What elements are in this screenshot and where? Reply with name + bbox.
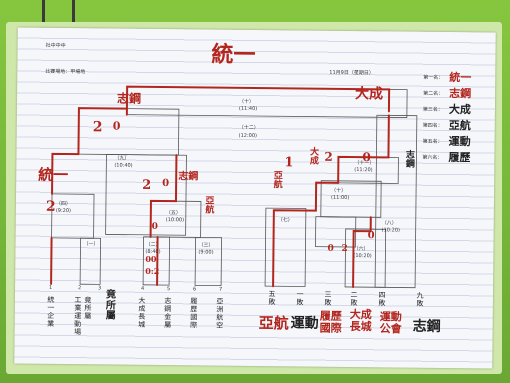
rank-label-6: 第六名： [422,154,443,161]
match-9-label: （九） [114,155,130,162]
match-11-time: (11:20) [354,167,373,174]
score-r6-a: 0 [327,243,334,254]
binder-clip [42,0,45,30]
handwritten-yahang: 亞航 [258,314,289,333]
date-label: 11月9日（星期日） [329,69,374,77]
loser-slot: 二敗 [350,291,358,308]
winner-mark-right: 大成 [355,86,384,103]
score-02: 0:2 [145,265,160,277]
loser-slot: 三敗 [324,290,332,307]
bracket-sheet: 社中中中 比賽場地：甲場地 11月9日（星期日） 第一名： 第二名： 第三名： … [14,27,496,369]
team-mark-yahang: 亞航 [205,196,215,217]
match-10-time: (11:40) [238,105,258,113]
bracket-lines [50,85,418,289]
match-5-label: （五） [165,210,181,217]
handwritten-yundong: 運動公會 [379,310,402,336]
rank-value-3: 大成 [448,103,472,117]
venue-label: 比賽場地：甲場地 [45,68,86,76]
score-00: 00 [145,253,157,264]
slot-number: 3 [98,285,102,292]
team-name: 大成長城 [138,296,146,329]
match-7-label: （七） [277,217,293,224]
match-r10-time: (11:00) [330,194,350,201]
black-team-name: 竟所屬 [105,289,117,322]
match-4-label: （四） [55,200,71,208]
rank-label-1: 第一名： [423,74,444,81]
rank-label-4: 第四名： [422,122,443,129]
score-11-right: 0 [362,150,371,165]
score-r8: 0 [367,230,375,242]
score-final-right: 0 [112,119,121,133]
team-name: 履歷國際 [190,297,198,330]
rank-label-3: 第三名： [422,106,443,113]
rank-value-2: 志鋼 [449,87,472,101]
match-10-label: （十） [238,98,255,105]
rank-label-2: 第二名： [423,90,444,97]
match-2-label: （二） [145,241,161,249]
match-1-label: （一） [83,241,99,248]
winner-mark-left: 統一 [38,165,69,185]
score-r10: 1 [284,155,294,171]
match-3-time: (9:00) [198,249,214,256]
match-6-label: （六） [353,246,369,253]
handwritten-yundong-black: 運動 [290,315,319,332]
handwritten-lvli: 履歷國際 [319,309,342,335]
slot-number: 4 [141,285,145,292]
match-r10-label: （十） [331,187,347,194]
team-name: 亞洲航空 [216,297,224,330]
loser-slot: 五敗 [268,290,276,307]
handwritten-zhigang: 志鋼 [412,318,441,335]
rank-value-4: 亞航 [448,119,471,133]
rank-label-5: 第五名： [422,138,443,145]
loser-slot: 一敗 [296,290,304,307]
score-4: 2 [45,198,56,215]
slot-number: 5 [167,286,171,293]
team-name: 工業運動場 [74,296,82,337]
match-9-time: (10:40) [114,162,133,169]
sheet-title: 社中中中 [45,42,66,50]
team-mark-dacheng-r: 大成 [309,147,320,168]
match-12-label: （十二） [238,124,259,132]
team-name: 統一企業 [47,295,55,328]
score-final-left: 2 [92,119,103,136]
slot-number: 1 [49,284,53,291]
team-mark-zhigang-r: 志鋼 [405,150,416,171]
slot-number: 6 [193,286,197,293]
match-5-time: (10:00) [165,217,185,224]
score-r6-b: 2 [341,243,348,254]
slot-number: 7 [219,286,223,293]
binder-clip [72,0,75,30]
team-mark-top: 志鋼 [116,91,142,106]
match-12-time: (12:00) [238,132,257,140]
score-5: 0 [151,221,159,232]
champion-label: 統一 [211,41,256,68]
score-9-left: 2 [142,177,152,193]
loser-slot: 九敗 [416,291,424,308]
slot-number: 2 [78,285,82,292]
score-11-left: 2 [324,149,333,164]
team-name: 竟所屬 [84,296,92,321]
loser-slot: 四敗 [378,291,386,308]
match-8-label: （八） [381,220,397,227]
team-name: 志鋼金屬 [164,297,172,330]
rank-value-6: 履歷 [448,151,471,165]
match-4-time: (9:20) [55,207,72,215]
match-6-time: (10:20) [353,253,372,260]
score-9-right: 0 [162,178,170,190]
match-3-label: （三） [198,242,214,249]
handwritten-dacheng-long: 大成長城 [349,307,372,333]
match-8-time: (10:20) [381,227,401,234]
rank-value-1: 統一 [449,71,472,85]
team-mark-yahang-r: 亞航 [273,171,283,191]
team-mark-mid: 志鋼 [178,171,199,183]
rank-value-5: 運動 [448,135,471,149]
